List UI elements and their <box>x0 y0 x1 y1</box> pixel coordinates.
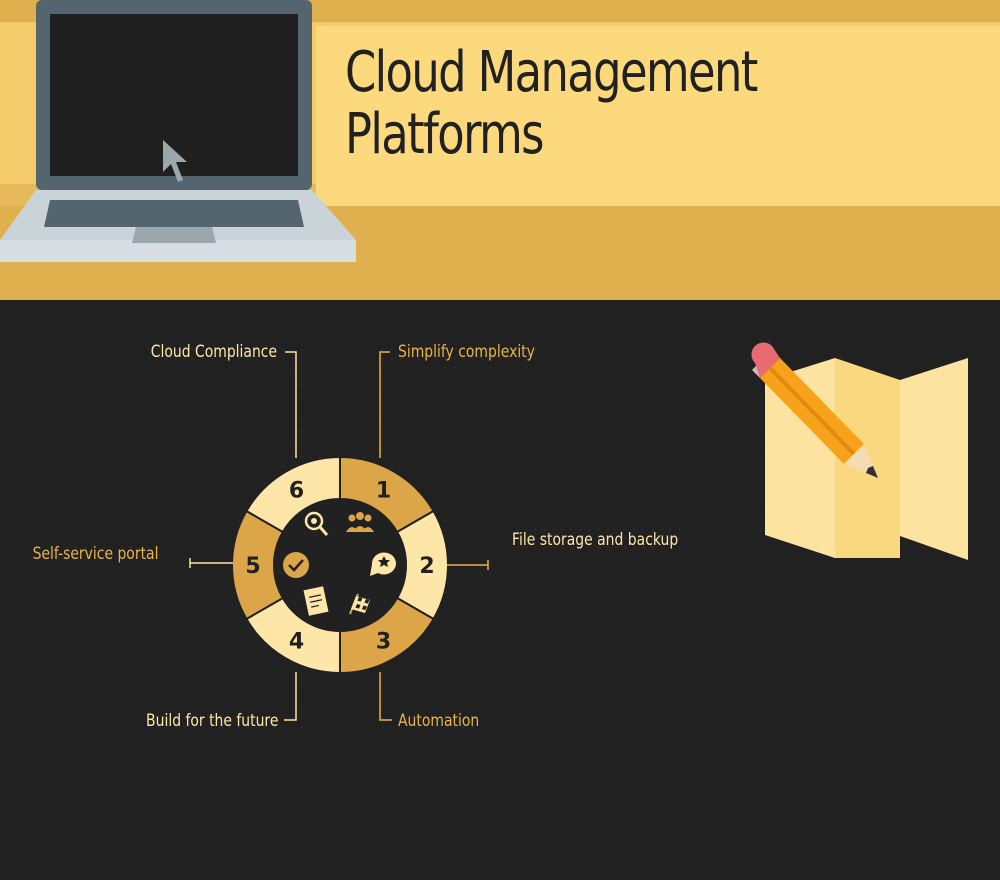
connector-line-1 <box>379 351 390 458</box>
label-self-service-portal: Self-service portal <box>32 544 158 564</box>
label-build-for-the-future: Build for the future <box>145 711 278 731</box>
label-automation: Automation <box>398 711 480 731</box>
connector-line-5 <box>189 558 233 568</box>
check-circle-icon <box>283 552 309 578</box>
cycle-number-4: 4 <box>289 629 304 654</box>
cycle-number-6: 6 <box>289 479 304 504</box>
connector-line-6 <box>285 351 297 458</box>
header-banner: Cloud Management Platforms <box>0 0 1000 300</box>
cycle-number-2: 2 <box>419 554 434 579</box>
document-icon <box>303 586 329 616</box>
pencil-icon <box>751 342 878 478</box>
page-title-line-2: Platforms <box>345 102 544 167</box>
label-file-storage: File storage and backup <box>512 530 679 550</box>
label-cloud-compliance: Cloud Compliance <box>150 342 277 362</box>
magnifier-eye-icon <box>304 511 329 536</box>
connector-line-4 <box>284 672 297 721</box>
connector-line-3 <box>379 672 392 721</box>
page-title: Cloud Management Platforms <box>345 40 758 167</box>
cycle-number-1: 1 <box>376 479 391 504</box>
people-group-icon <box>346 512 374 532</box>
laptop-icon <box>0 0 356 262</box>
title-panel <box>316 26 1000 206</box>
label-simplify-complexity: Simplify complexity <box>398 342 535 362</box>
cycle-number-3: 3 <box>376 629 391 654</box>
connector-line-2 <box>447 560 489 570</box>
mouse-cursor-icon <box>163 140 187 182</box>
folded-map-icon <box>751 342 968 560</box>
page-title-line-1: Cloud Management <box>345 40 758 105</box>
checkered-flag-icon <box>349 593 370 615</box>
cycle-number-5: 5 <box>245 554 260 579</box>
chat-star-icon <box>370 552 396 576</box>
